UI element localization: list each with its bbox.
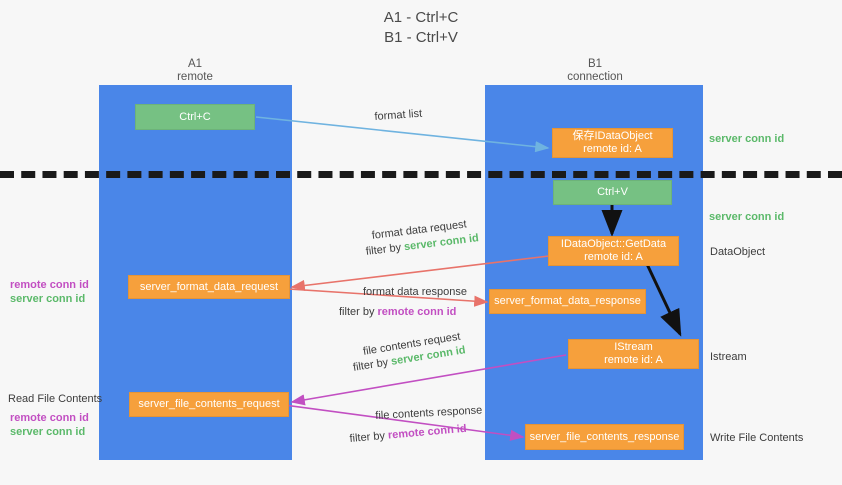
- remote-conn-id-text: remote conn id: [377, 306, 457, 318]
- box-istream-line2: remote id: A: [604, 354, 663, 366]
- box-istream[interactable]: IStream remote id: A: [568, 339, 699, 369]
- box-server-file-contents-request[interactable]: server_file_contents_request: [129, 392, 289, 417]
- arrow-getdata-istream: [644, 261, 682, 337]
- right-label-server-conn-id-mid: server conn id: [709, 211, 785, 223]
- lane-header-b1: B1 connection: [530, 58, 660, 84]
- box-server-format-data-request[interactable]: server_format_data_request: [128, 275, 290, 299]
- title-line-2: B1 - Ctrl+V: [384, 29, 458, 46]
- right-label-write-file-contents: Write File Contents: [710, 432, 804, 444]
- lane-b1-sub: connection: [567, 71, 623, 83]
- edge-label-format-data-response-filter: filter by remote conn id: [339, 305, 456, 319]
- box-getdata-line2: remote id: A: [584, 251, 643, 263]
- left-label-server-conn-id-2: server conn id: [10, 426, 86, 438]
- left-label-read-file-contents: Read File Contents: [8, 393, 103, 405]
- lane-a1-sub: remote: [177, 71, 213, 83]
- phase-divider: [0, 171, 842, 178]
- right-label-server-conn-id-top: server conn id: [709, 133, 785, 145]
- left-label-server-conn-id-1: server conn id: [10, 293, 86, 305]
- filter-by-text: filter by: [349, 429, 386, 445]
- filter-by-text: filter by: [339, 306, 375, 318]
- title-line-1: A1 - Ctrl+C: [383, 9, 459, 26]
- right-label-istream: Istream: [710, 351, 747, 363]
- lane-a1-name: A1: [187, 58, 203, 70]
- box-save-idataobject-line2: remote id: A: [583, 143, 642, 155]
- box-save-idataobject[interactable]: 保存IDataObject remote id: A: [552, 128, 673, 158]
- box-getdata[interactable]: IDataObject::GetData remote id: A: [548, 236, 679, 266]
- box-istream-line1: IStream: [614, 341, 653, 353]
- box-save-idataobject-line1: 保存IDataObject: [572, 130, 653, 142]
- box-getdata-line1: IDataObject::GetData: [560, 238, 667, 250]
- diagram-title: A1 - Ctrl+C B1 - Ctrl+V: [0, 8, 842, 48]
- box-ctrl-v[interactable]: Ctrl+V: [553, 180, 672, 205]
- edge-label-format-data-response: format data response: [363, 286, 467, 298]
- right-label-dataobject: DataObject: [710, 246, 766, 258]
- box-server-format-data-response[interactable]: server_format_data_response: [489, 289, 646, 314]
- arrow-file-contents-request: [290, 354, 567, 406]
- arrow-format-list: [255, 116, 550, 153]
- left-label-remote-conn-id-1: remote conn id: [10, 279, 89, 291]
- left-label-remote-conn-id-2: remote conn id: [10, 412, 89, 424]
- box-ctrl-c[interactable]: Ctrl+C: [135, 104, 255, 130]
- lane-b1-name: B1: [587, 58, 603, 70]
- arrow-file-contents-response: [246, 399, 525, 441]
- arrow-format-data-request: [290, 255, 550, 292]
- lane-header-a1: A1 remote: [130, 58, 260, 84]
- box-server-file-contents-response[interactable]: server_file_contents_response: [525, 424, 684, 450]
